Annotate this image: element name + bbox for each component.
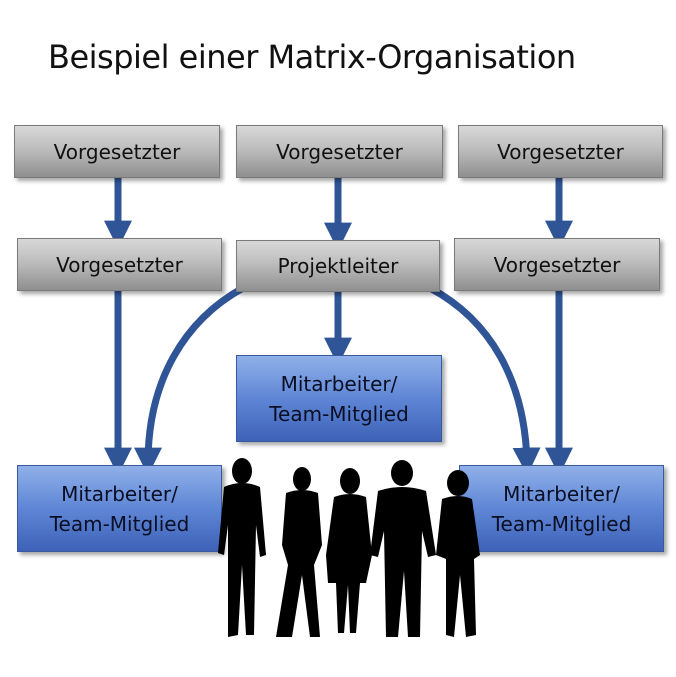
box-vorgesetzter-top-left: Vorgesetzter [14, 125, 220, 178]
box-label: Vorgesetzter [497, 139, 624, 164]
box-label-line2: Team-Mitglied [49, 511, 190, 536]
arrow-projektleiter-to-bottom-right [428, 284, 541, 476]
box-vorgesetzter-top-center: Vorgesetzter [236, 125, 443, 178]
person-silhouette-icon [326, 468, 372, 633]
person-silhouette-icon [276, 467, 322, 637]
box-label: Projektleiter [277, 254, 399, 278]
arrow-projektleiter-to-bottom-left [134, 284, 245, 476]
box-vorgesetzter-top-right: Vorgesetzter [458, 125, 663, 178]
box-team-member-bottom-right: Mitarbeiter/Team-Mitglied [459, 465, 664, 552]
box-label-line1: Mitarbeiter/ [280, 371, 398, 396]
box-label: Vorgesetzter [56, 252, 183, 277]
box-label: Vorgesetzter [493, 252, 621, 277]
box-label-line2: Team-Mitglied [491, 511, 632, 536]
box-label-line1: Mitarbeiter/ [503, 481, 620, 506]
box-vorgesetzter-mid-left: Vorgesetzter [17, 238, 222, 291]
box-label: Vorgesetzter [276, 139, 403, 164]
box-label-line2: Team-Mitglied [269, 401, 409, 426]
box-label: Vorgesetzter [53, 139, 181, 164]
person-silhouette-icon [436, 470, 480, 637]
people-silhouettes-icon [218, 458, 480, 637]
box-team-member-center: Mitarbeiter/Team-Mitglied [236, 355, 442, 442]
person-silhouette-icon [370, 460, 436, 637]
person-silhouette-icon [218, 458, 266, 637]
box-label-line1: Mitarbeiter/ [61, 481, 178, 506]
box-projektleiter: Projektleiter [236, 240, 440, 292]
box-vorgesetzter-mid-right: Vorgesetzter [454, 238, 660, 291]
page-title: Beispiel einer Matrix-Organisation [48, 38, 576, 76]
box-team-member-bottom-left: Mitarbeiter/Team-Mitglied [17, 465, 222, 552]
